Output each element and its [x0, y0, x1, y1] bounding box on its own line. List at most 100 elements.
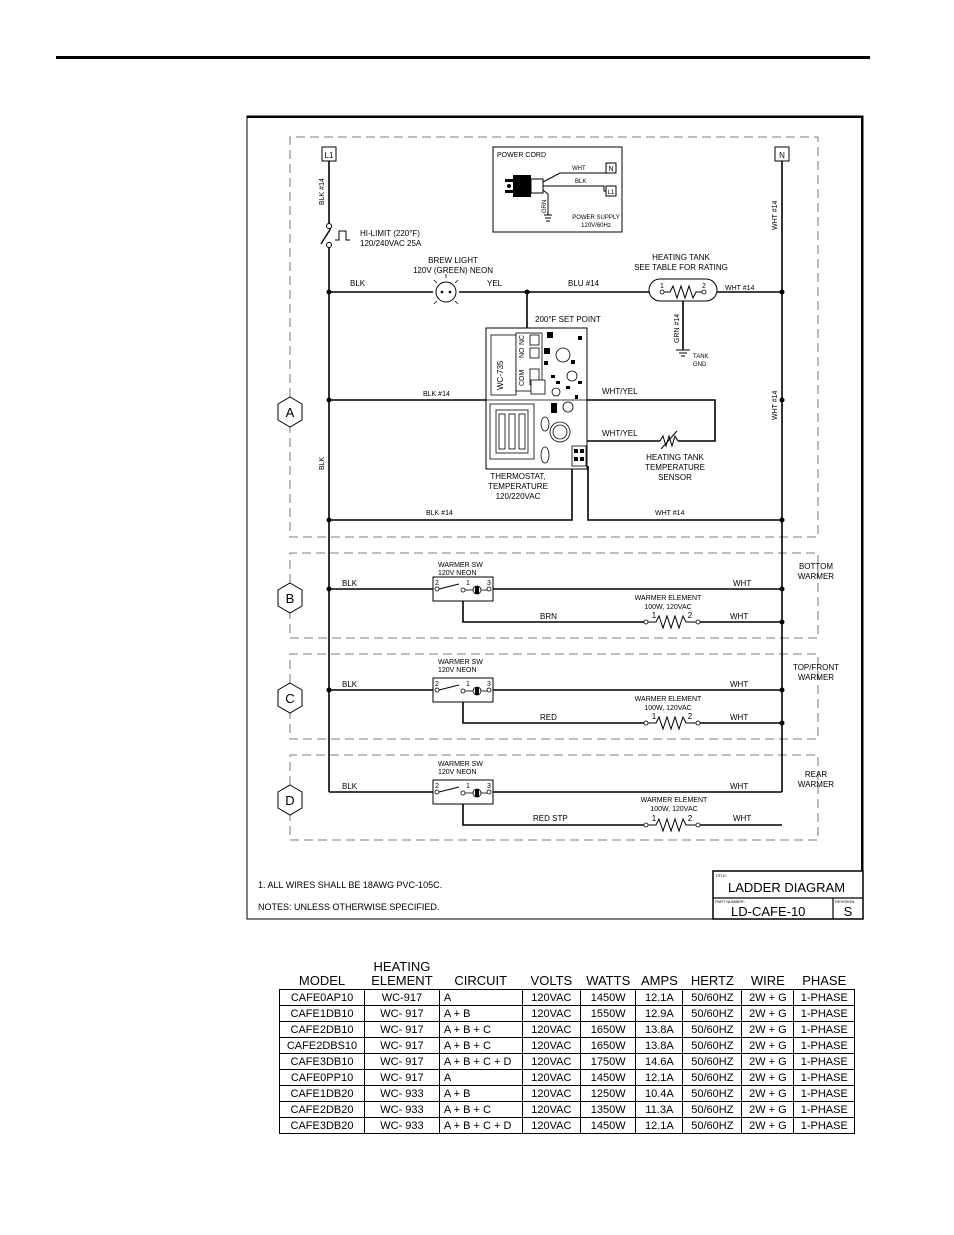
label-brn-b: BRN: [540, 612, 557, 621]
svg-text:2: 2: [702, 283, 706, 290]
header-volts: VOLTS: [522, 960, 581, 990]
svg-text:1: 1: [652, 611, 657, 620]
svg-text:B: B: [286, 591, 295, 606]
section-a-tag: A: [277, 396, 303, 428]
warmer-element-d-label: WARMER ELEMENT 100W, 120VAC: [641, 797, 708, 813]
svg-text:TITLE:: TITLE:: [715, 873, 727, 878]
header-watts: WATTS: [580, 960, 636, 990]
svg-text:120V NEON: 120V NEON: [438, 667, 477, 674]
cell-circuit: A + B + C + D: [438, 1117, 523, 1134]
cell-model: CAFE0PP10: [278, 1069, 366, 1086]
svg-text:TOP/FRONT: TOP/FRONT: [793, 663, 839, 672]
section-a-boundary: [289, 136, 819, 538]
cell-wire: 2W + G: [741, 1117, 795, 1134]
svg-text:LD-CAFE-10: LD-CAFE-10: [731, 904, 805, 919]
cell-wire: 2W + G: [741, 1053, 795, 1070]
bottom-warmer-label: BOTTOM WARMER: [798, 562, 834, 581]
cell-model: CAFE1DB10: [278, 1005, 366, 1022]
cell-model: CAFE2DB10: [278, 1021, 366, 1038]
cell-hertz: 50/60HZ: [682, 1021, 743, 1038]
cell-amps: 13.8A: [635, 1037, 684, 1054]
cell-watts: 1650W: [580, 1021, 637, 1038]
warmer-switch-c: 2 1 3: [432, 677, 494, 703]
label-wht14-rung-a3: WHT #14: [655, 510, 685, 517]
wiring-lines: [328, 161, 783, 826]
header-amps: AMPS: [635, 960, 683, 990]
svg-text:REAR: REAR: [805, 770, 827, 779]
cell-circuit: A: [438, 1069, 523, 1086]
cell-circuit: A + B + C + D: [438, 1053, 523, 1070]
svg-text:2: 2: [435, 580, 439, 587]
cell-heating-element: WC- 933: [364, 1101, 440, 1118]
svg-text:WARMER: WARMER: [798, 780, 834, 789]
cell-volts: 120VAC: [521, 1069, 582, 1086]
cell-watts: 1750W: [580, 1053, 637, 1070]
terminal-l1: L1: [321, 146, 337, 162]
cell-amps: 12.9A: [635, 1005, 684, 1022]
cell-hertz: 50/60HZ: [682, 1085, 743, 1102]
header-wire: WIRE: [741, 960, 794, 990]
power-cord-box: POWER CORD N L1 WHT BLK GRN POWER SUPPLY…: [492, 146, 623, 233]
cell-circuit: A + B + C: [438, 1101, 523, 1118]
svg-text:SEE TABLE FOR RATING: SEE TABLE FOR RATING: [634, 263, 728, 272]
cell-wire: 2W + G: [741, 1021, 795, 1038]
svg-text:WARMER ELEMENT: WARMER ELEMENT: [635, 595, 702, 602]
cell-amps: 12.1A: [635, 1117, 684, 1134]
label-blk-d: BLK: [342, 782, 358, 791]
warmer-switch-d-label: WARMER SW 120V NEON: [438, 761, 483, 776]
svg-text:WARMER ELEMENT: WARMER ELEMENT: [641, 797, 708, 804]
cell-wire: 2W + G: [741, 1005, 795, 1022]
svg-text:GRN: GRN: [542, 200, 548, 213]
svg-text:COM: COM: [519, 370, 526, 387]
warmer-element-c: 1 2: [643, 712, 701, 731]
note-line-2: NOTES: UNLESS OTHERWISE SPECIFIED.: [258, 902, 439, 912]
cell-amps: 14.6A: [635, 1053, 684, 1070]
label-wht-b-bottom: WHT: [730, 612, 748, 621]
svg-text:HEATING TANK: HEATING TANK: [646, 453, 704, 462]
svg-text:2: 2: [688, 611, 693, 620]
cell-volts: 120VAC: [521, 1021, 582, 1038]
svg-text:3: 3: [487, 681, 491, 688]
cell-circuit: A + B + C: [438, 1021, 523, 1038]
brew-light-label: BREW LIGHT 120V (GREEN) NEON: [413, 256, 493, 275]
table-row: CAFE0PP10 WC- 917 A 120VAC 1450W 12.1A 5…: [278, 1069, 855, 1086]
svg-text:100W, 120VAC: 100W, 120VAC: [644, 604, 691, 611]
svg-text:WARMER: WARMER: [798, 572, 834, 581]
warmer-switch-b-label: WARMER SW 120V NEON: [438, 562, 483, 577]
svg-text:100W, 120VAC: 100W, 120VAC: [650, 806, 697, 813]
cell-model: CAFE3DB10: [278, 1053, 366, 1070]
svg-text:WARMER: WARMER: [798, 673, 834, 682]
svg-text:GND: GND: [693, 362, 707, 368]
table-row: CAFE3DB20 WC- 933 A + B + C + D 120VAC 1…: [278, 1117, 855, 1134]
label-blk-c: BLK: [342, 680, 358, 689]
note-line-1: 1. ALL WIRES SHALL BE 18AWG PVC-105C.: [258, 880, 442, 890]
cell-heating-element: WC- 917: [364, 1037, 440, 1054]
label-whtyel-top: WHT/YEL: [602, 387, 638, 396]
section-b-tag: B: [277, 582, 303, 614]
cell-phase: 1-PHASE: [793, 1053, 855, 1070]
svg-text:120/240VAC 25A: 120/240VAC 25A: [360, 239, 422, 248]
svg-text:1: 1: [652, 814, 657, 823]
cell-volts: 120VAC: [521, 1037, 582, 1054]
setpoint-label: 200°F SET POINT: [535, 315, 601, 324]
label-wht-d-bottom: WHT: [733, 814, 751, 823]
svg-text:N: N: [779, 151, 785, 160]
cell-hertz: 50/60HZ: [682, 1053, 743, 1070]
cell-volts: 120VAC: [521, 1005, 582, 1022]
svg-text:120V/60Hz: 120V/60Hz: [581, 223, 611, 229]
label-wht-b-top: WHT: [733, 579, 751, 588]
cell-heating-element: WC- 933: [364, 1085, 440, 1102]
label-wht-d-top: WHT: [730, 782, 748, 791]
rear-warmer-label: REAR WARMER: [798, 770, 834, 789]
ladder-diagram: A B C D L1 N: [246, 115, 864, 920]
label-blk-vertical: BLK: [319, 456, 326, 470]
cell-phase: 1-PHASE: [793, 1069, 855, 1086]
svg-text:WHT: WHT: [572, 166, 586, 172]
cell-amps: 13.8A: [635, 1021, 684, 1038]
heating-tank-element: 1 2: [648, 278, 718, 302]
table-row: CAFE3DB10 WC- 917 A + B + C + D 120VAC 1…: [278, 1053, 855, 1070]
cell-watts: 1450W: [580, 1069, 637, 1086]
cell-watts: 1450W: [580, 989, 637, 1006]
svg-text:1: 1: [652, 712, 657, 721]
sensor-connector: [571, 445, 587, 467]
